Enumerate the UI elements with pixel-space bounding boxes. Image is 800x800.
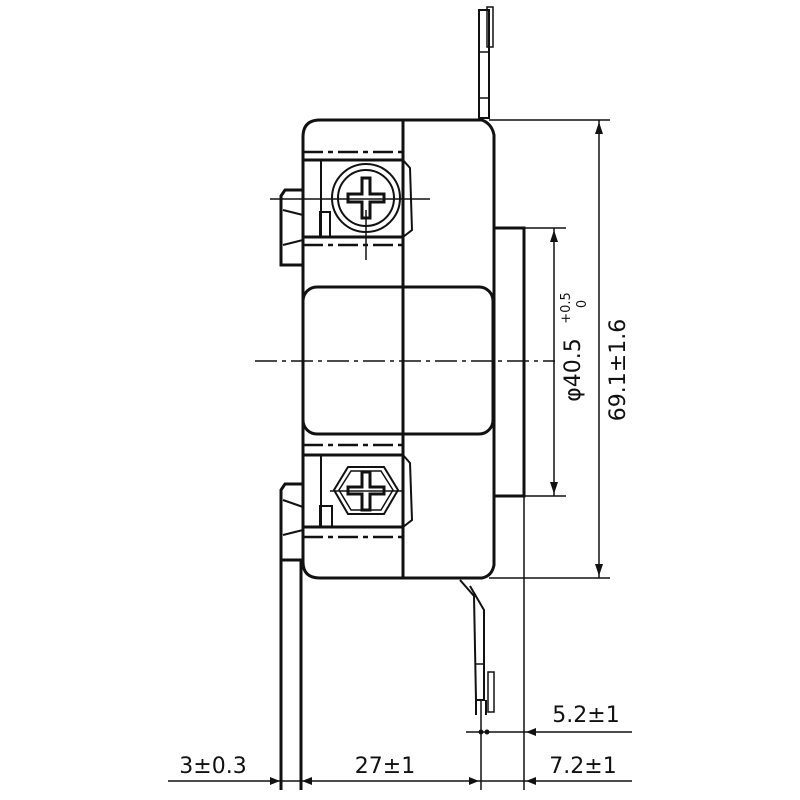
bottom-mounting-strap (459, 579, 495, 715)
dim-diameter-tol-upper: +0.5 (559, 292, 574, 324)
dim-diameter-tol-lower: 0 (575, 300, 590, 308)
dim-body-depth-label: 27±1 (355, 754, 415, 779)
dim-tab-offset-label: 5.2±1 (552, 703, 619, 728)
left-plate-lines (279, 559, 303, 790)
dim-overall-height: 69.1±1.6 (595, 120, 631, 578)
dim-plate-thickness-label: 3±0.3 (179, 754, 246, 779)
extension-lines (480, 119, 610, 790)
dim-overall-height-label: 69.1±1.6 (606, 319, 631, 421)
dim-diameter: φ40.5 +0.5 0 (550, 228, 590, 496)
dim-diameter-prefix: φ (561, 387, 586, 402)
dim-diameter-label: 40.5 (561, 338, 586, 387)
top-mounting-strap (478, 6, 494, 119)
outlet-body (301, 118, 526, 580)
dim-tab-offset: 5.2±1 (466, 703, 632, 736)
dim-face-projection-label: 7.2±1 (549, 754, 616, 779)
bottom-screw-icon (330, 466, 402, 515)
top-screw-icon (270, 163, 430, 260)
dim-bottom-row: 3±0.3 27±1 7.2±1 (168, 754, 632, 785)
svg-text:φ40.5: φ40.5 (561, 338, 586, 402)
bottom-terminal (279, 443, 414, 562)
